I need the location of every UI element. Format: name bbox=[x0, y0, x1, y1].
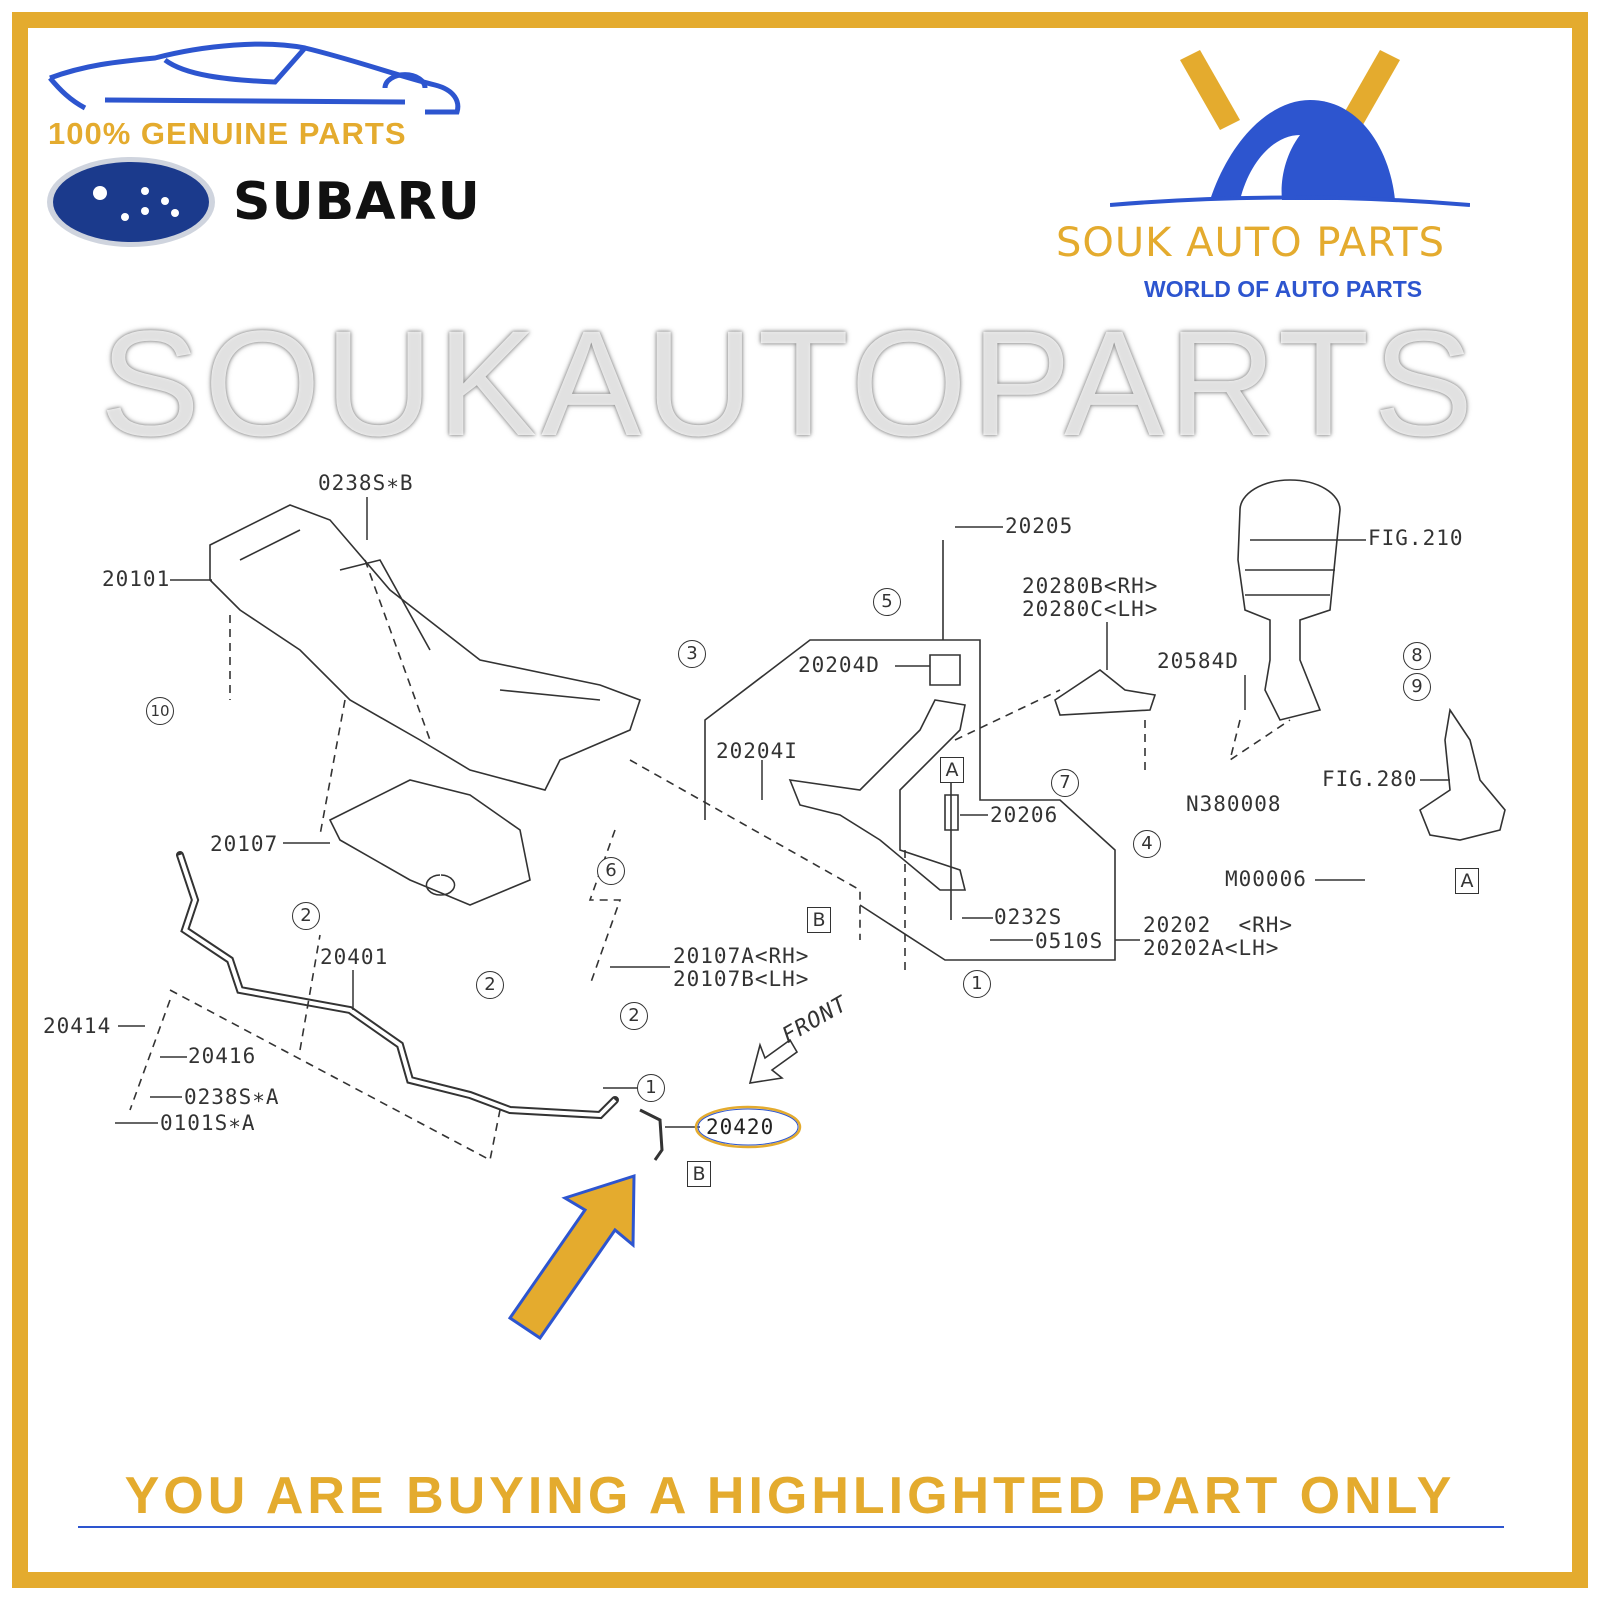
part-label: 0238S∗B bbox=[318, 471, 414, 495]
car-silhouette-logo bbox=[48, 41, 461, 115]
ref-box: A bbox=[940, 757, 964, 783]
part-label: 20101 bbox=[102, 567, 171, 591]
bracket-20280 bbox=[1054, 669, 1157, 716]
front-arrow-icon bbox=[748, 1038, 799, 1084]
part-label: 0238S∗A bbox=[184, 1085, 280, 1109]
stabilizer-bar-20401 bbox=[176, 851, 619, 1120]
part-label: FIG.280 bbox=[1322, 767, 1418, 791]
callout-number: 2 bbox=[292, 902, 320, 930]
ref-box: A bbox=[1455, 868, 1479, 894]
callout-number: 2 bbox=[476, 971, 504, 999]
bracket-20107 bbox=[328, 779, 531, 906]
purchase-notice: YOU ARE BUYING A HIGHLIGHTED PART ONLY bbox=[124, 1467, 1456, 1525]
highlight-arrow-icon bbox=[507, 1173, 636, 1341]
callout-number: 7 bbox=[1051, 769, 1079, 797]
part-label: FIG.210 bbox=[1368, 526, 1464, 550]
part-label: 20202A<LH> bbox=[1143, 936, 1280, 960]
part-label: M00006 bbox=[1225, 867, 1307, 891]
part-label: 20414 bbox=[43, 1014, 112, 1038]
part-label: 20107 bbox=[210, 832, 279, 856]
part-label: 0510S bbox=[1035, 929, 1104, 953]
genuine-parts-text: 100% GENUINE PARTS bbox=[48, 116, 407, 151]
souk-auto-parts-logo bbox=[1110, 50, 1470, 207]
callout-number: 4 bbox=[1133, 830, 1161, 858]
part-label: 20280B<RH> bbox=[1022, 574, 1159, 598]
part-label: 20107A<RH> bbox=[673, 944, 810, 968]
notice-underline bbox=[78, 1526, 1504, 1528]
callout-number: 6 bbox=[597, 857, 625, 885]
callout-number: 1 bbox=[963, 970, 991, 998]
highlighted-part-label: 20420 bbox=[706, 1115, 775, 1139]
ref-box: B bbox=[807, 907, 831, 933]
knuckle-fig280 bbox=[1419, 707, 1506, 841]
callout-number: 1 bbox=[637, 1074, 665, 1102]
part-label: 20416 bbox=[188, 1044, 257, 1068]
arm-box-outline bbox=[704, 639, 1116, 961]
ref-box: B bbox=[687, 1161, 711, 1187]
callout-number: 8 bbox=[1403, 642, 1431, 670]
seller-tagline: WORLD OF AUTO PARTS bbox=[1144, 276, 1423, 302]
callout-number: 10 bbox=[146, 697, 174, 725]
control-arm-20202 bbox=[788, 699, 967, 891]
subaru-emblem-logo bbox=[47, 157, 215, 247]
part-label: 20205 bbox=[1005, 514, 1074, 538]
strut-fig210 bbox=[1237, 479, 1341, 721]
part-label: 20280C<LH> bbox=[1022, 597, 1159, 621]
part-label: 20206 bbox=[990, 803, 1059, 827]
callout-number: 3 bbox=[678, 640, 706, 668]
part-label: 0101S∗A bbox=[160, 1111, 256, 1135]
stabilizer-link-20420 bbox=[639, 1108, 664, 1161]
part-label: 20202 <RH> bbox=[1143, 913, 1294, 937]
part-label: 20204D bbox=[798, 653, 880, 677]
callout-number: 9 bbox=[1403, 673, 1431, 701]
callout-number: 5 bbox=[873, 588, 901, 616]
callout-number: 2 bbox=[620, 1002, 648, 1030]
stabilizer-bar-inner bbox=[178, 854, 617, 1118]
part-label: 20204I bbox=[716, 739, 798, 763]
part-label: 0232S bbox=[994, 905, 1063, 929]
seller-name: SOUK AUTO PARTS bbox=[1056, 220, 1446, 266]
subframe-20101 bbox=[209, 504, 642, 791]
page-frame bbox=[12, 12, 1588, 1588]
bushing-20204D bbox=[929, 540, 961, 686]
part-label: 20401 bbox=[320, 945, 389, 969]
part-label: 20107B<LH> bbox=[673, 967, 810, 991]
ball-joint-20206 bbox=[944, 760, 959, 920]
part-label: 20584D bbox=[1157, 649, 1239, 673]
brand-name: SUBARU bbox=[233, 172, 481, 232]
highlight-ring bbox=[694, 1105, 802, 1149]
part-label: N380008 bbox=[1186, 792, 1282, 816]
